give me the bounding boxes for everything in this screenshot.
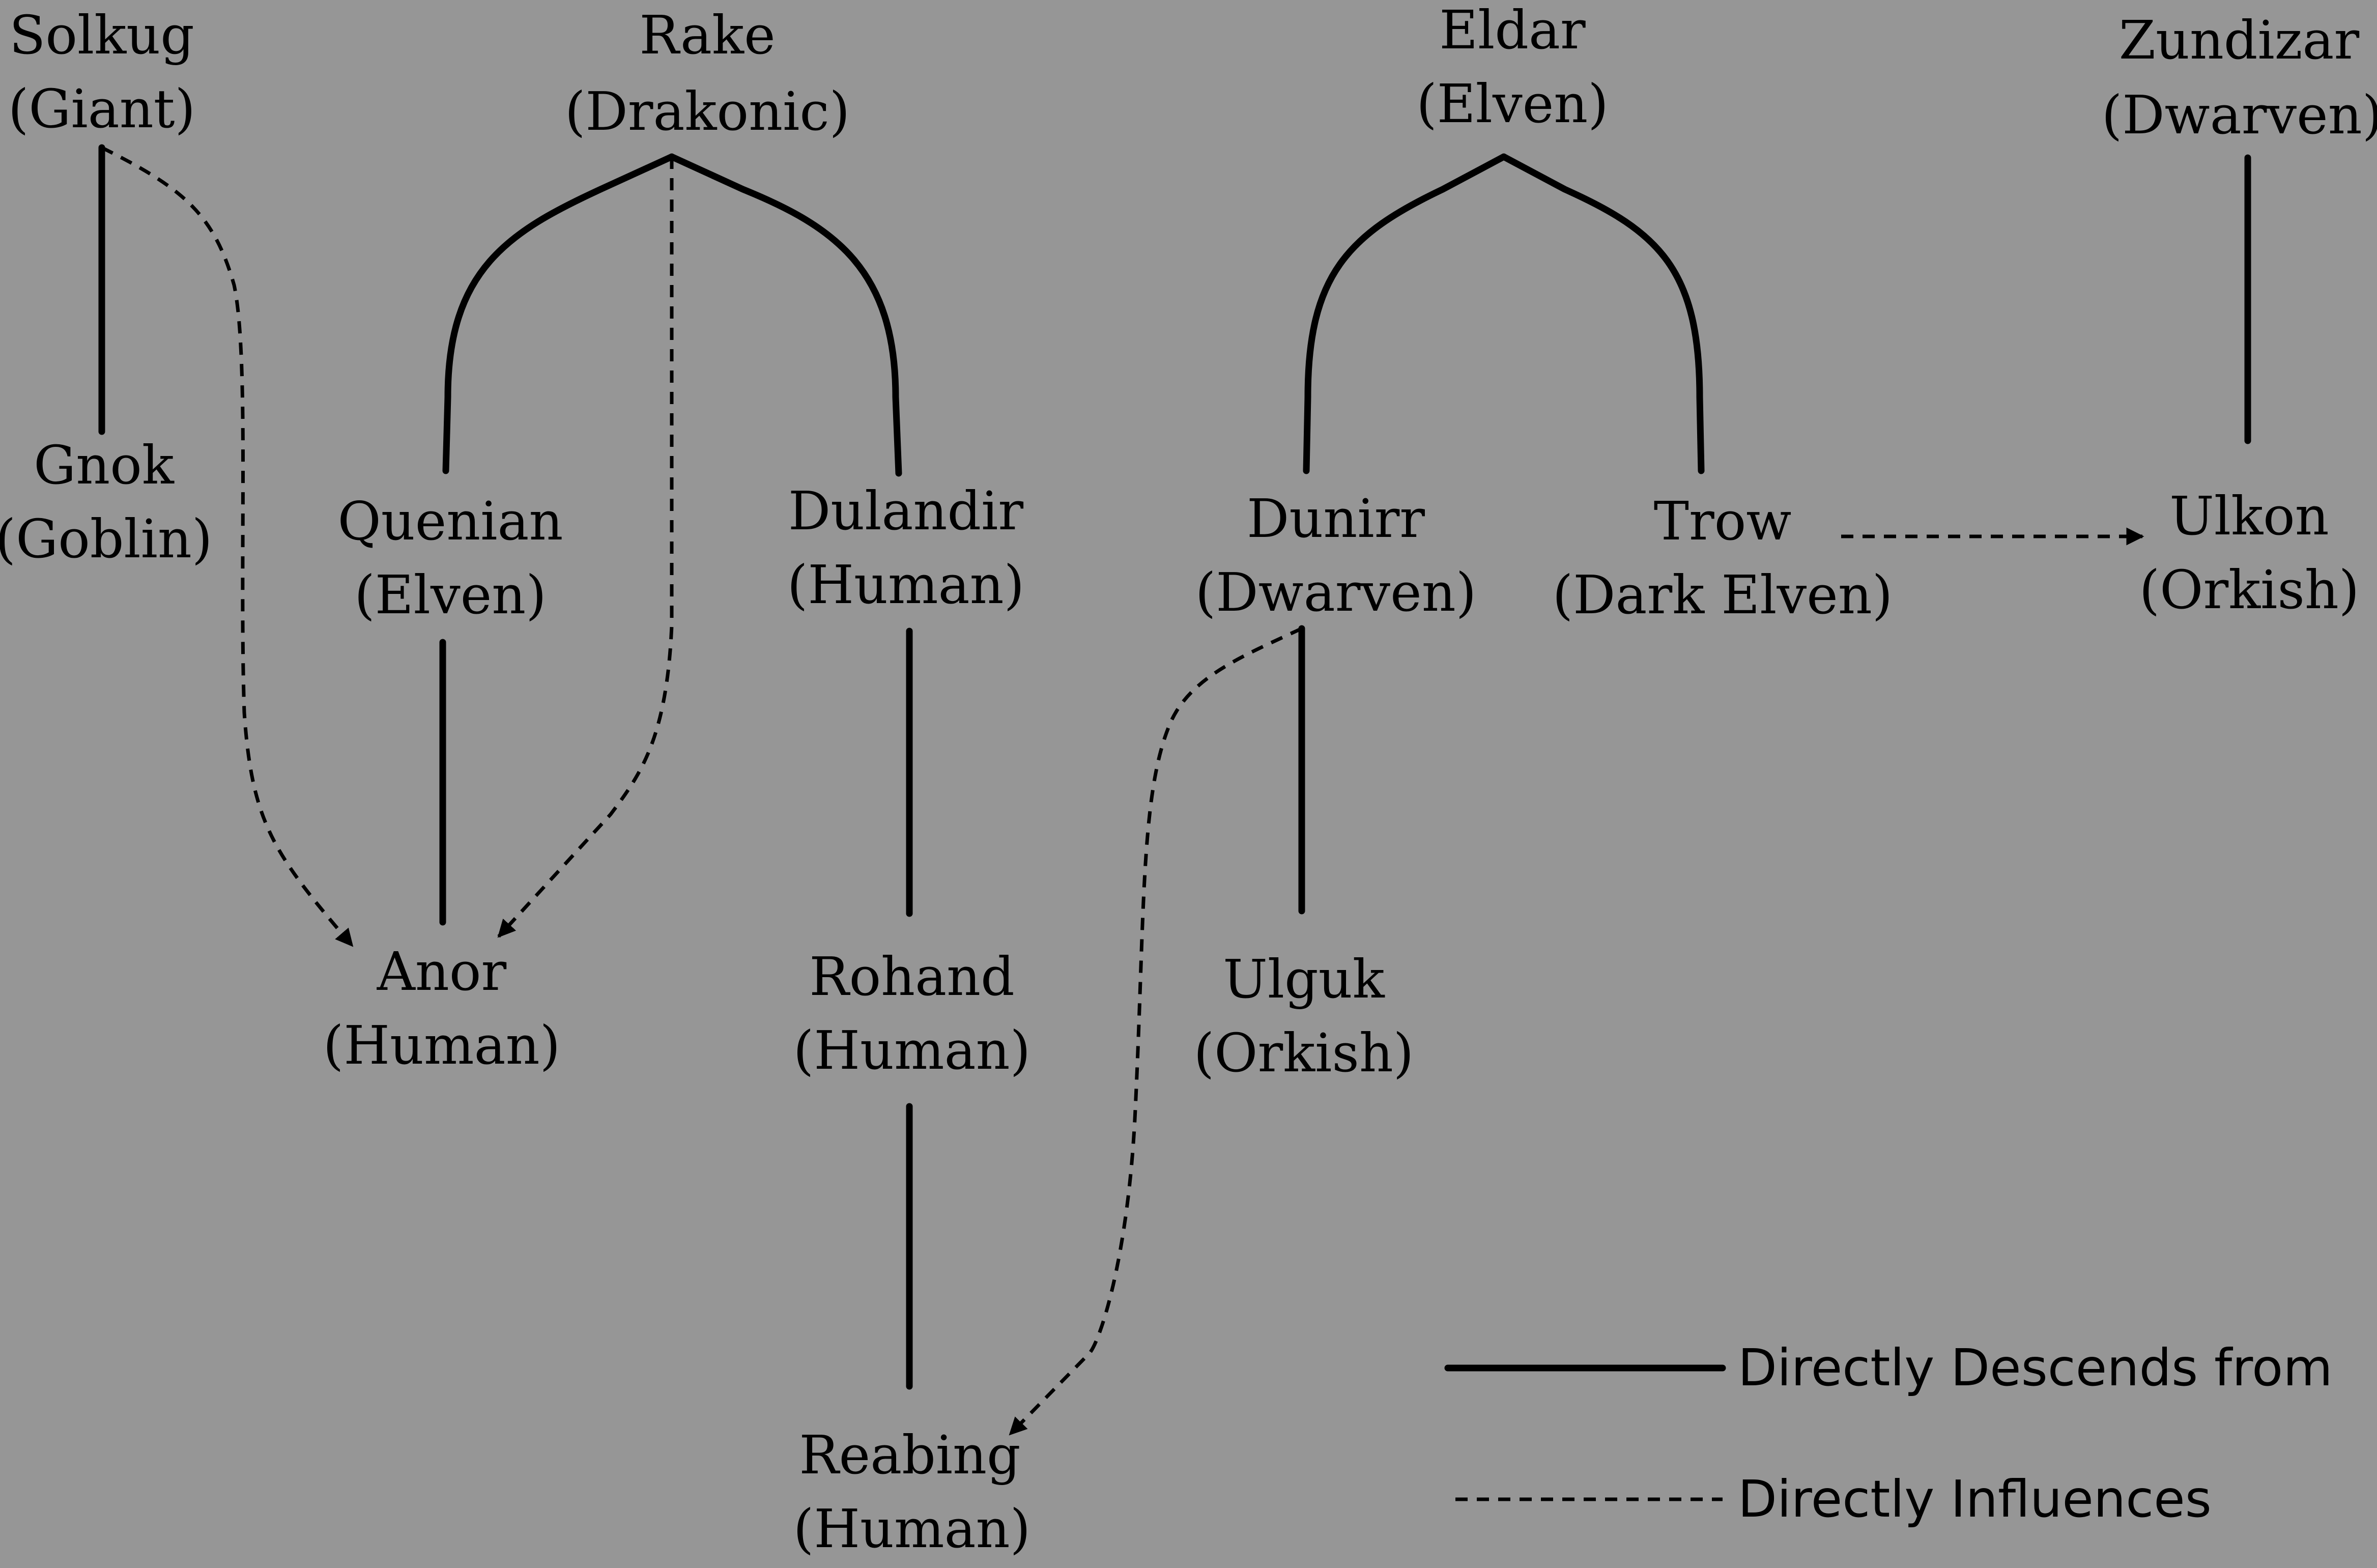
- legend-solid-label: Directly Descends from: [1738, 1338, 2333, 1398]
- node-family: (Orkish): [1194, 1022, 1414, 1084]
- node-family: (Dwarven): [1195, 561, 1477, 623]
- node-zundizar: Zundizar (Dwarven): [2102, 9, 2377, 146]
- node-name: Zundizar: [2119, 9, 2360, 71]
- node-name: Rohand: [809, 946, 1014, 1008]
- descent-line-rake-quenian: [442, 153, 675, 474]
- node-name: Anor: [377, 940, 507, 1003]
- node-family: (Elven): [1416, 73, 1609, 135]
- node-rake: Rake (Drakonic): [565, 4, 850, 142]
- node-gnok: Gnok (Goblin): [0, 434, 212, 570]
- node-family: (Dwarven): [2102, 84, 2377, 146]
- node-name: Dunirr: [1247, 488, 1425, 550]
- node-dunirr: Dunirr (Dwarven): [1195, 488, 1477, 623]
- node-anor: Anor (Human): [323, 940, 560, 1076]
- node-name: Dulandir: [788, 480, 1023, 542]
- influence-arrow-solkug-anor: [101, 146, 354, 947]
- node-family: (Human): [793, 1498, 1030, 1560]
- descent-line-eldar-dunirr: [1303, 153, 1507, 474]
- node-name: Ulguk: [1223, 948, 1385, 1010]
- node-trow: Trow (Dark Elven): [1553, 490, 1893, 626]
- node-family: (Human): [793, 1019, 1030, 1081]
- node-rohand: Rohand (Human): [793, 946, 1030, 1081]
- node-family: (Drakonic): [565, 80, 850, 142]
- node-family: (Giant): [8, 78, 195, 140]
- influence-arrow-dunirr-reabing: [1009, 626, 1303, 1436]
- legend-dashed-label: Directly Influences: [1738, 1469, 2212, 1529]
- node-name: Gnok: [34, 434, 175, 496]
- node-solkug: Solkug (Giant): [8, 4, 195, 140]
- node-family: (Elven): [354, 564, 547, 626]
- node-name: Eldar: [1439, 0, 1586, 61]
- node-name: Reabing: [799, 1424, 1020, 1486]
- descent-line-eldar-trow: [1500, 153, 1705, 474]
- node-name: Trow: [1654, 490, 1792, 552]
- node-family: (Dark Elven): [1553, 564, 1893, 626]
- node-family: (Goblin): [0, 508, 212, 570]
- node-name: Rake: [639, 4, 775, 66]
- descent-line-rake-dulandir: [668, 153, 902, 477]
- node-reabing: Reabing (Human): [793, 1424, 1030, 1560]
- node-ulkon: Ulkon (Orkish): [2139, 485, 2360, 621]
- node-quenian: Quenian (Elven): [337, 490, 563, 626]
- node-dulandir: Dulandir (Human): [787, 480, 1024, 616]
- node-name: Quenian: [337, 490, 563, 552]
- influence-arrow-rake-anor: [497, 157, 674, 938]
- legend: Directly Descends from Directly Influenc…: [1444, 1338, 2333, 1529]
- node-eldar: Eldar (Elven): [1416, 0, 1609, 135]
- node-ulguk: Ulguk (Orkish): [1194, 948, 1414, 1084]
- node-name: Ulkon: [2169, 485, 2329, 547]
- node-family: (Orkish): [2139, 559, 2360, 621]
- node-family: (Human): [787, 554, 1024, 616]
- node-family: (Human): [323, 1014, 560, 1076]
- node-name: Solkug: [9, 4, 194, 66]
